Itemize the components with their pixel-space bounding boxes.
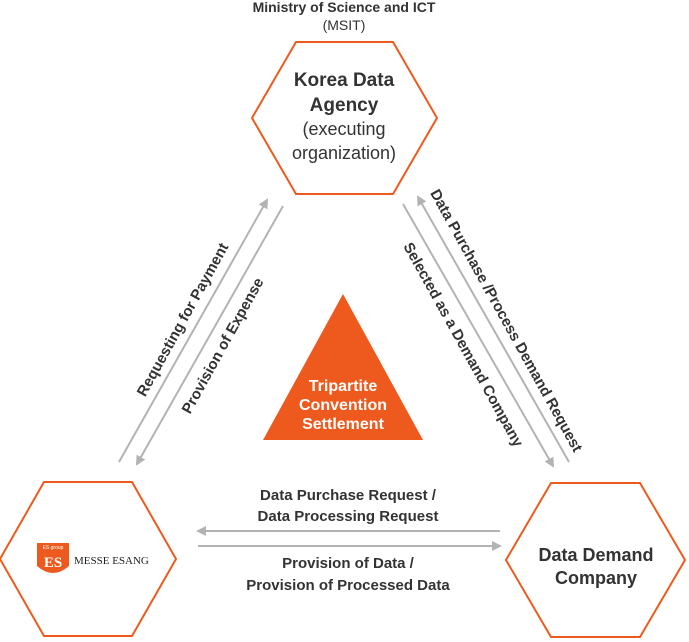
logo-shield-icon — [37, 546, 69, 573]
center-triangle — [263, 294, 423, 440]
top-node-subtitle-1: (executing — [302, 119, 385, 139]
label-provision-data-2: Provision of Processed Data — [246, 577, 450, 594]
logo-wordmark: MESSE ESANG — [74, 555, 149, 567]
ministry-title: Ministry of Science and ICT — [253, 0, 436, 15]
label-purchase-request-2: Data Processing Request — [258, 508, 439, 525]
label-selected-demand: Selected as a Demand Company — [400, 240, 527, 451]
top-node-subtitle-2: organization) — [292, 143, 396, 163]
arrow-data-purchase-process — [417, 195, 570, 463]
logo-letters: ES — [44, 555, 62, 571]
messe-esang-logo: ES group ES MESSE ESANG — [37, 543, 149, 573]
label-provision-data-1: Provision of Data / — [282, 555, 415, 572]
right-hexagon — [504, 482, 687, 638]
top-node-title-2: Agency — [310, 95, 379, 116]
center-label-3: Settlement — [302, 416, 384, 433]
label-purchase-request-1: Data Purchase Request / — [260, 487, 437, 504]
center-label-1: Tripartite — [309, 378, 378, 395]
right-node-title-1: Data Demand — [538, 545, 653, 565]
arrow-requesting-payment — [118, 198, 268, 463]
center-label-2: Convention — [299, 397, 387, 414]
arrow-provision-expense — [136, 205, 284, 466]
right-node-title-2: Company — [555, 568, 637, 588]
arrow-selected-demand — [402, 203, 554, 468]
logo-badge-text: ES group — [43, 545, 64, 551]
top-hexagon — [250, 41, 439, 195]
top-node-title-1: Korea Data — [294, 70, 395, 91]
ministry-abbreviation: (MSIT) — [323, 17, 366, 33]
left-hexagon — [0, 481, 178, 637]
